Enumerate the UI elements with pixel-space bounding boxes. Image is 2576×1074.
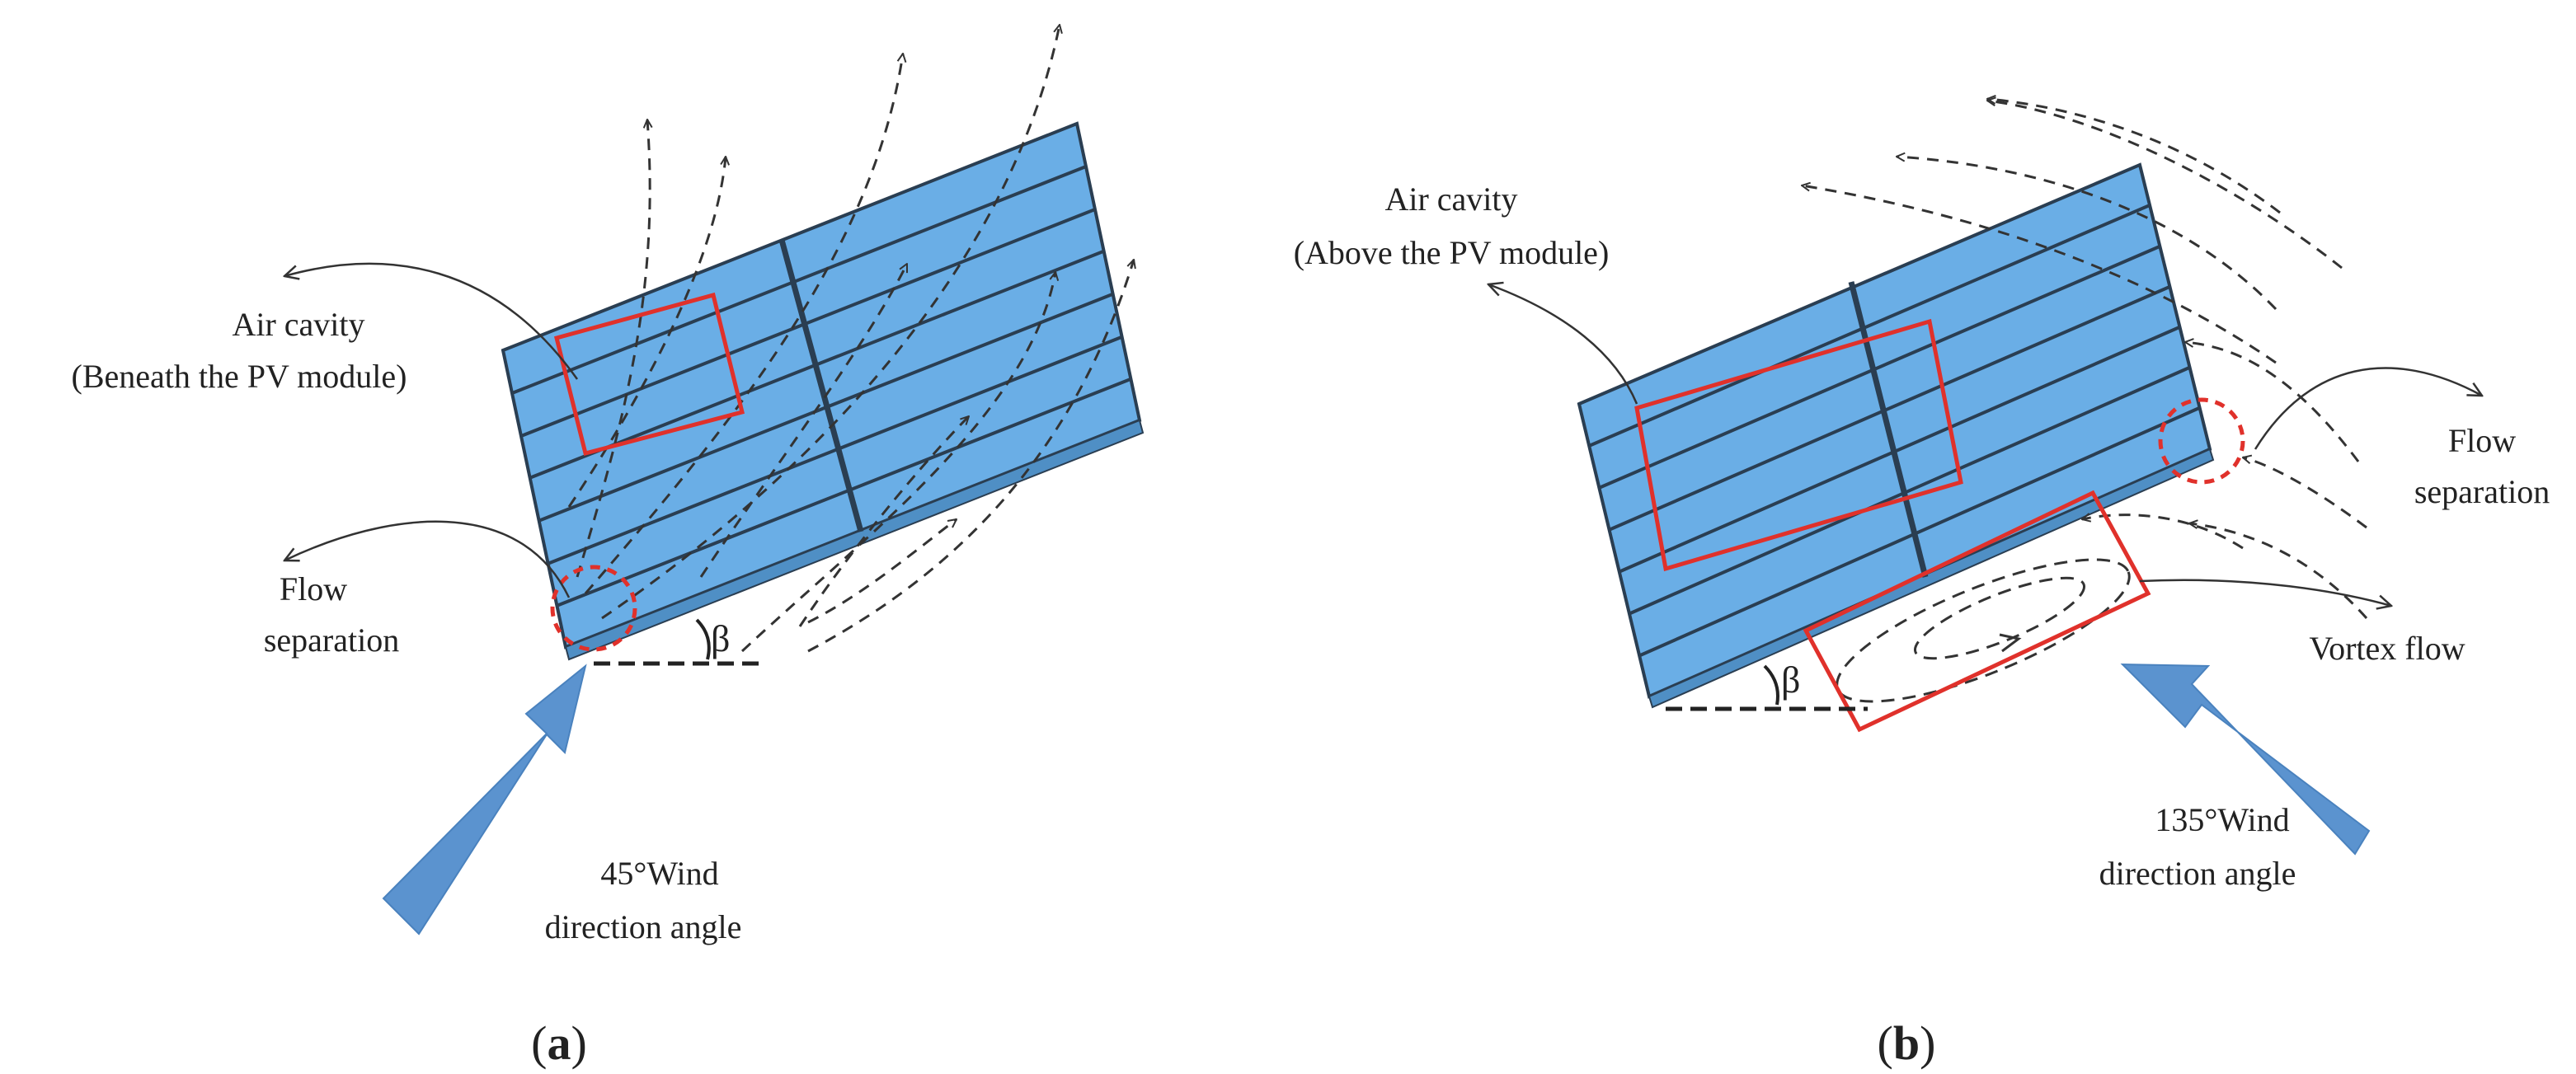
pv-divider-a [778, 239, 864, 532]
air-cavity-box-b [1634, 318, 1963, 572]
wind-arrow-a [382, 664, 587, 936]
air-cavity-sub-label-b: (Above the PV module) [1294, 234, 1610, 271]
flow-separation-label-a-2: separation [264, 621, 399, 659]
flow-lines-b [1802, 99, 2368, 619]
flow-separation-circle-a [550, 565, 637, 652]
wind-direction-label-a-1: 45°Wind [600, 855, 718, 892]
beta-symbol-a: β [711, 617, 730, 659]
angle-arc-a [695, 618, 711, 660]
wind-direction-label-b-2: direction angle [2099, 855, 2296, 892]
panel-b: Air cavity (Above the PV module) Flow se… [1294, 99, 2550, 1070]
pv-module-a-edge [565, 419, 1145, 661]
flow-separation-pointer-a [284, 520, 571, 598]
pv-strips-b [1588, 204, 2200, 658]
air-cavity-box-a [553, 292, 745, 457]
wind-direction-label-a-2: direction angle [545, 908, 742, 945]
vortex-arrowhead-b [1999, 633, 2022, 653]
vortex-box-b [1803, 490, 2151, 733]
beta-symbol-b: β [1781, 659, 1800, 701]
vortex-pointer-b [2139, 579, 2391, 606]
air-cavity-pointer-b [1488, 284, 1638, 405]
vortex-flow-label-b: Vortex flow [2309, 630, 2465, 667]
panel-label-a: (a) [531, 1016, 587, 1070]
flow-separation-pointer-b [2254, 367, 2482, 450]
vortex-flow-b [1836, 558, 2131, 703]
pv-divider-b [1848, 281, 1929, 578]
flow-separation-circle-b [2158, 397, 2245, 485]
flow-separation-label-b-2: separation [2414, 473, 2550, 510]
panel-a: Air cavity (Beneath the PV module) Flow … [72, 25, 1145, 1070]
flow-lines-a [567, 25, 1134, 653]
angle-arc-b [1763, 664, 1779, 706]
air-cavity-pointer-a [284, 262, 579, 380]
air-cavity-label-a: Air cavity [232, 306, 364, 343]
pv-module-b [1577, 162, 2212, 699]
air-cavity-sub-label-a: (Beneath the PV module) [72, 358, 407, 395]
flow-separation-label-a-1: Flow [280, 570, 347, 607]
flow-separation-label-b-1: Flow [2448, 422, 2516, 459]
pv-module-b-edge [1648, 448, 2215, 709]
wind-direction-label-b-1: 135°Wind [2155, 801, 2289, 838]
panel-label-b: (b) [1878, 1016, 1936, 1070]
wind-arrow-b [2120, 663, 2371, 856]
air-cavity-label-b: Air cavity [1384, 181, 1517, 218]
